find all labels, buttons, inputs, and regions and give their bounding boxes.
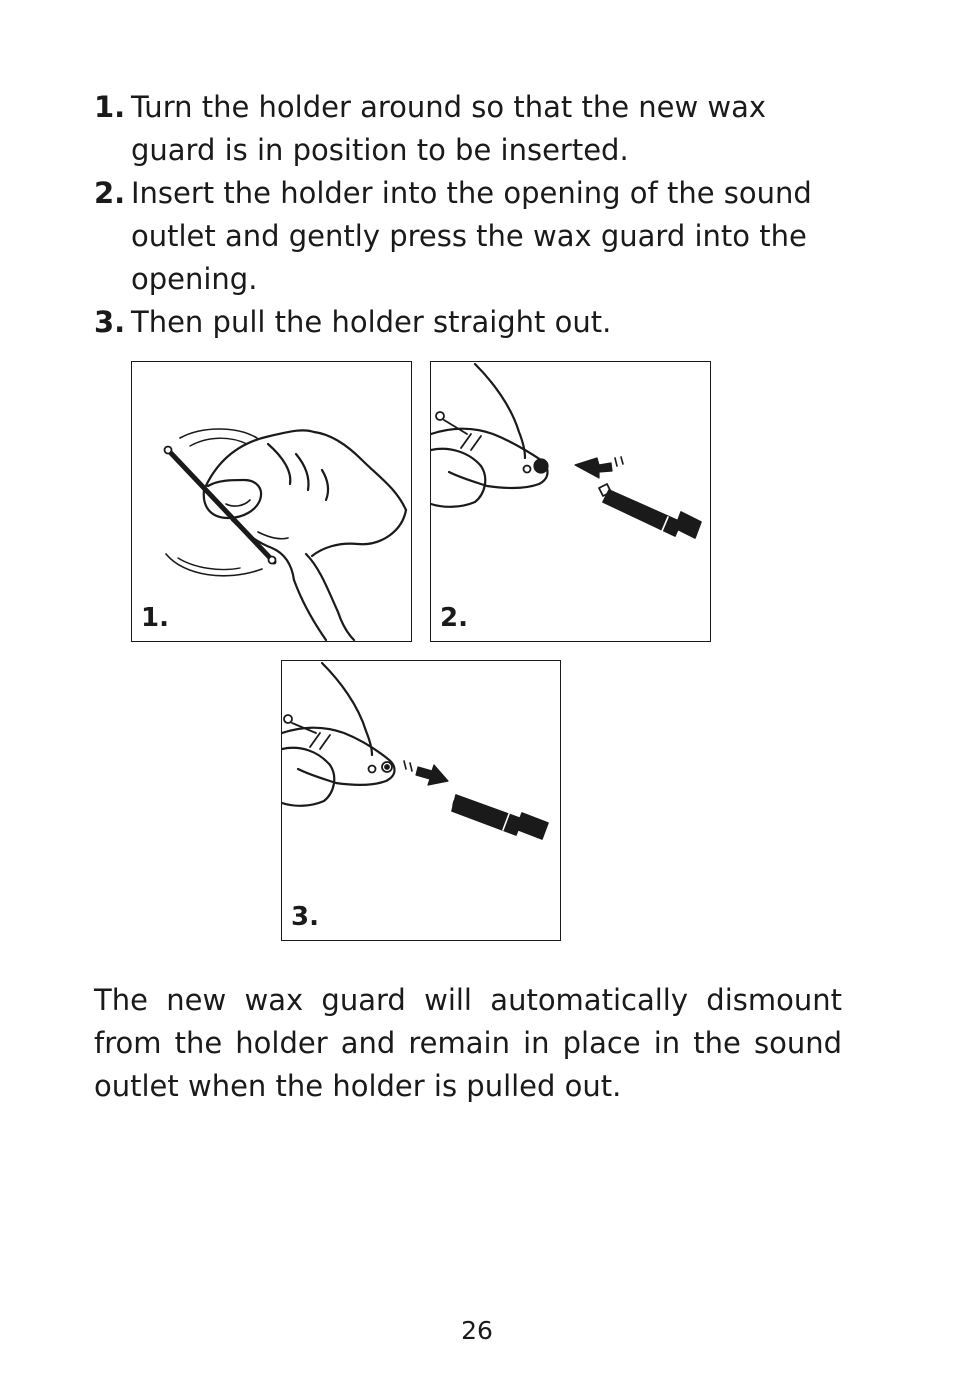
step-item: 1. Turn the holder around so that the ne… xyxy=(94,86,854,172)
step-number: 1. xyxy=(94,90,126,124)
step-text: Insert the holder into the opening of th… xyxy=(131,176,812,296)
inserting-wax-guard-illustration xyxy=(431,362,702,539)
figure-panel-2: 2. xyxy=(430,361,711,642)
step-number: 2. xyxy=(94,176,126,210)
figure-label: 3. xyxy=(291,902,319,932)
step-item: 2. Insert the holder into the opening of… xyxy=(94,172,854,301)
figure-label: 1. xyxy=(141,603,169,633)
instruction-steps: 1. Turn the holder around so that the ne… xyxy=(94,86,854,344)
hand-rotating-holder-illustration xyxy=(163,428,408,641)
step-text: Then pull the holder straight out. xyxy=(131,305,612,339)
pulling-holder-out-illustration xyxy=(282,661,549,840)
figure-panel-1: 1. xyxy=(131,361,412,642)
page-number: 26 xyxy=(461,1316,493,1345)
figure-label: 2. xyxy=(440,603,468,633)
figure-panel-3: 3. xyxy=(281,660,561,941)
step-text: Turn the holder around so that the new w… xyxy=(131,90,767,167)
closing-paragraph: The new wax guard will automatically dis… xyxy=(94,983,842,1103)
step-item: 3. Then pull the holder straight out. xyxy=(94,301,854,344)
step-number: 3. xyxy=(94,305,126,339)
